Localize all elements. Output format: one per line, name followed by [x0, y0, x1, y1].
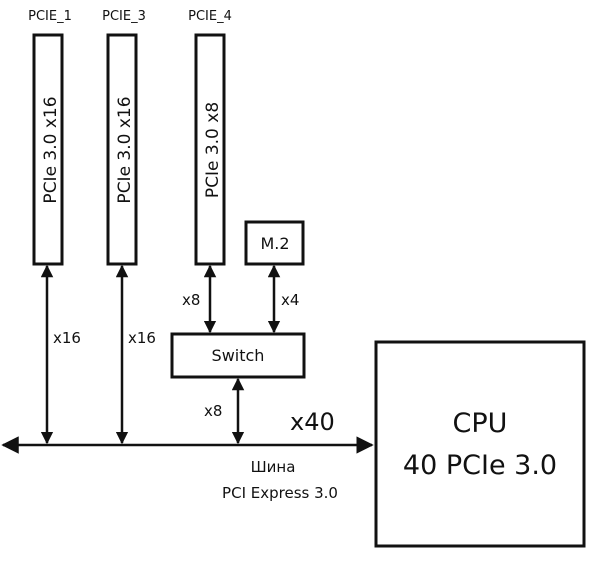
bus-label-line1: Шина [251, 458, 296, 476]
link-pcie3-lanes: x16 [128, 329, 156, 347]
slot-pcie1-label: PCIe 3.0 x16 [41, 96, 61, 203]
switch-label: Switch [212, 346, 265, 365]
slot-pcie1 [32, 33, 64, 266]
cpu-title: CPU [453, 408, 508, 439]
slot-pcie4 [194, 33, 226, 266]
cpu-lanes: 40 PCIe 3.0 [403, 450, 557, 481]
cpu-box [374, 340, 586, 548]
bus-label-line2: PCI Express 3.0 [222, 484, 338, 502]
link-m2-lanes: x4 [281, 291, 299, 309]
m2-label: M.2 [260, 234, 289, 253]
slot-name-pcie4: PCIE_4 [188, 9, 232, 24]
bus-lanes: x40 [290, 408, 335, 436]
slot-pcie3 [106, 33, 138, 266]
slot-name-pcie3: PCIE_3 [102, 9, 146, 24]
link-pcie1-lanes: x16 [53, 329, 81, 347]
m2-box [244, 220, 305, 266]
slot-name-pcie1: PCIE_1 [28, 9, 72, 24]
slot-pcie3-label: PCIe 3.0 x16 [115, 96, 135, 203]
slot-pcie4-label: PCIe 3.0 x8 [203, 102, 223, 198]
link-switch-lanes: x8 [204, 402, 222, 420]
link-pcie4-lanes: x8 [182, 291, 200, 309]
switch-box [170, 332, 306, 379]
